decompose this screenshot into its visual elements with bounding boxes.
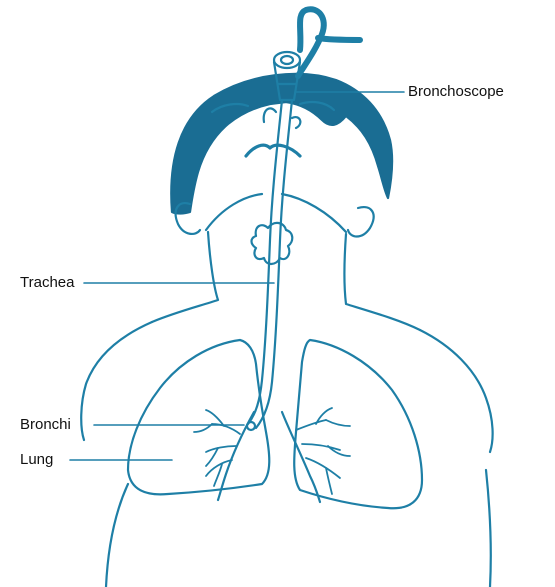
bronchoscope-tip <box>247 422 255 430</box>
neck-right <box>345 234 421 330</box>
left-bronchial-tree <box>194 410 240 486</box>
bronchi-label: Bronchi <box>20 416 71 434</box>
left-torso <box>106 484 128 587</box>
bronchoscope-label: Bronchoscope <box>408 83 504 101</box>
neck-left <box>152 232 218 322</box>
right-bronchial-tree <box>296 408 350 494</box>
left-lung <box>128 340 269 494</box>
jaw <box>206 194 346 232</box>
right-ear <box>348 207 374 236</box>
nose <box>264 108 276 122</box>
right-torso <box>486 470 491 587</box>
bronchoscope-eyepiece-inner <box>281 56 293 64</box>
bronchoscope-cable-loop <box>298 9 324 76</box>
bronchoscope-eyepiece <box>274 52 300 68</box>
right-shoulder <box>420 330 493 452</box>
left-shoulder <box>81 322 152 440</box>
bronchoscope-cable-tail <box>318 38 360 40</box>
nostril-right <box>292 117 300 128</box>
lung-label: Lung <box>20 451 53 469</box>
right-main-bronchus <box>282 412 320 502</box>
larynx <box>252 223 293 264</box>
mouth <box>246 145 300 156</box>
trachea-label: Trachea <box>20 274 74 292</box>
hair <box>171 74 392 214</box>
